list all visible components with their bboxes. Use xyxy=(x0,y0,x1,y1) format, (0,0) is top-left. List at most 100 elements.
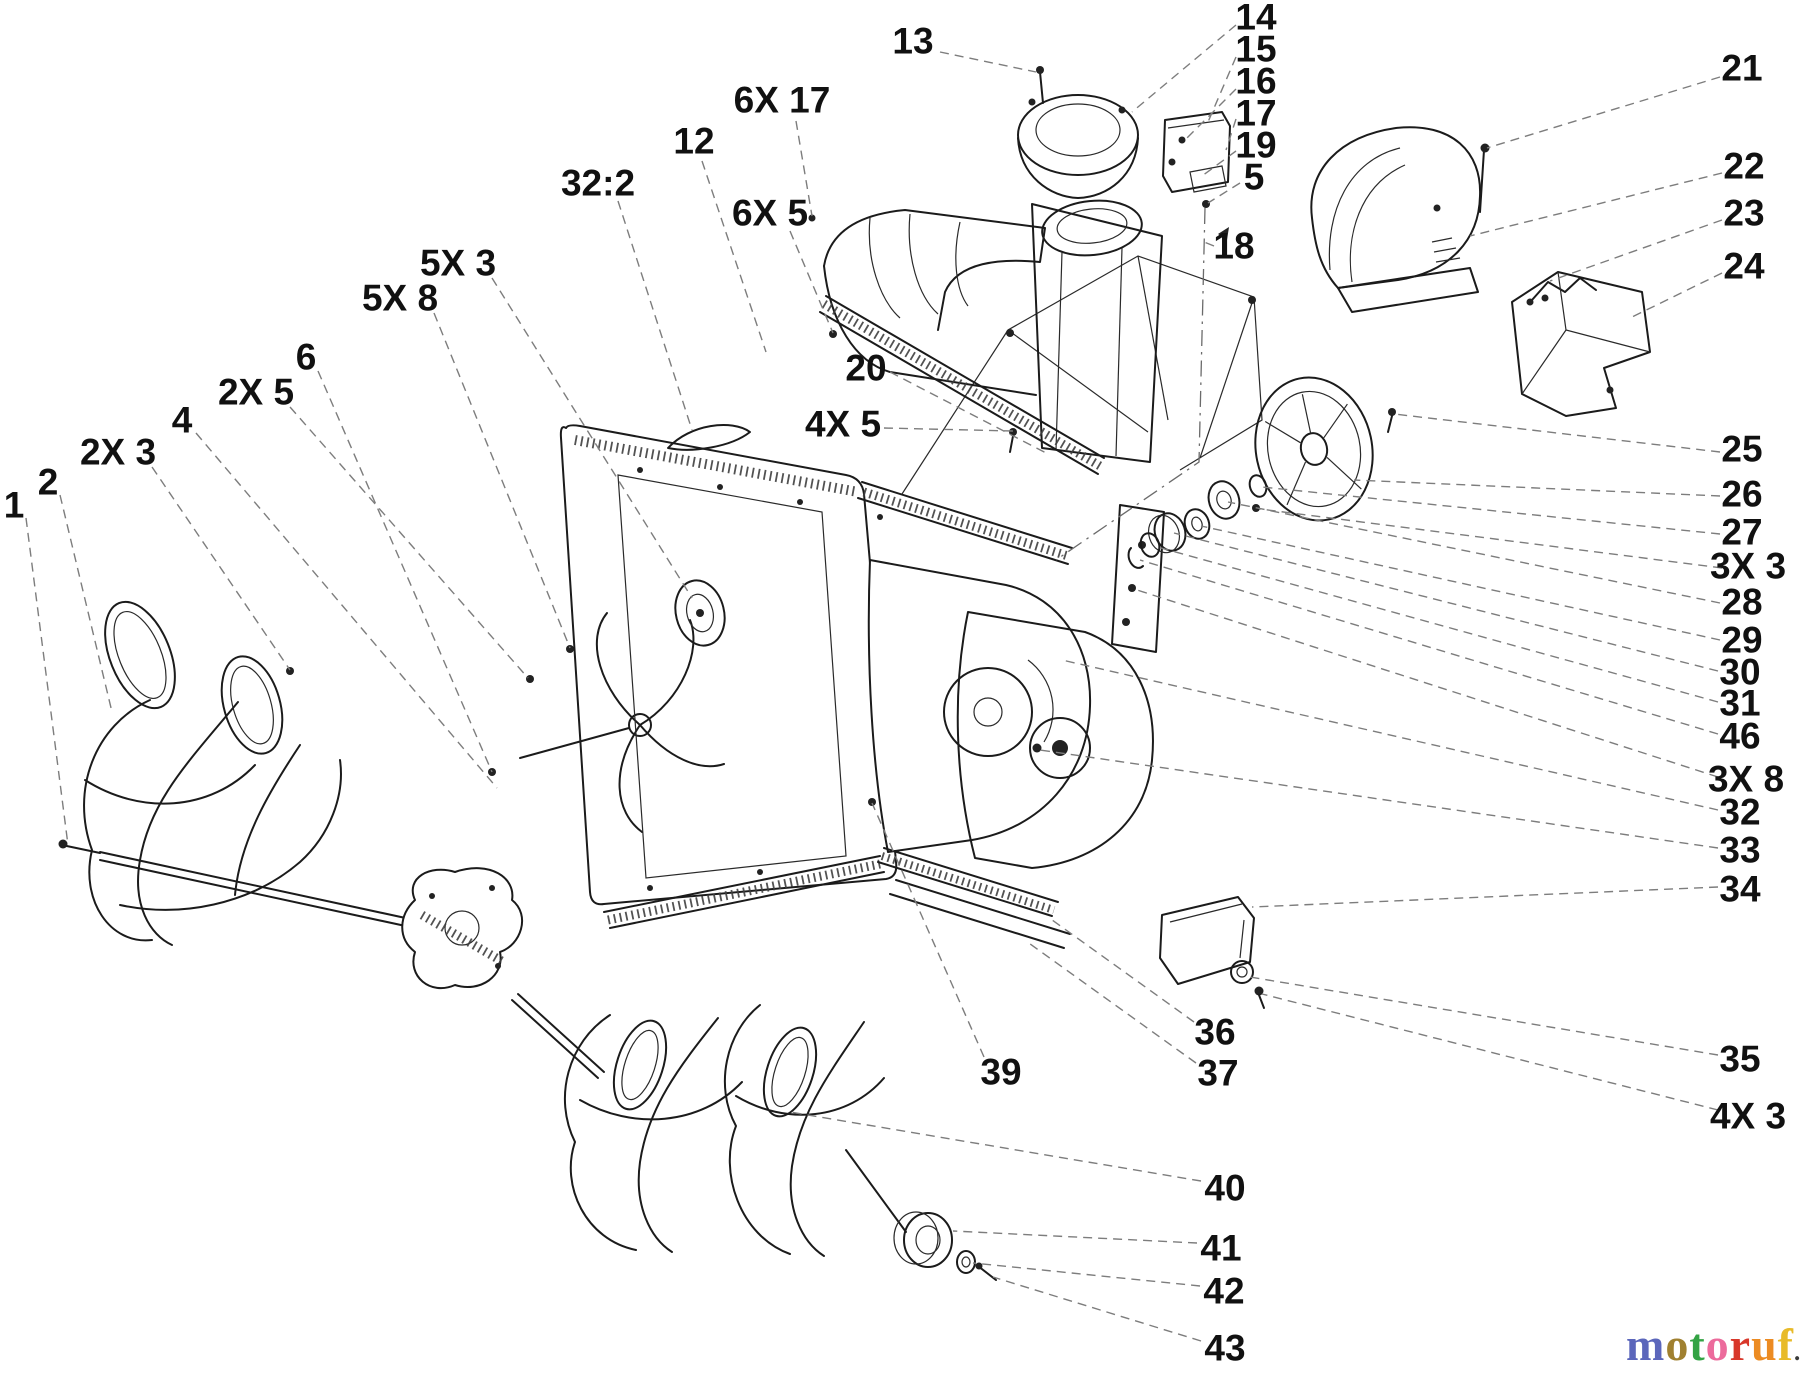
leader-line-5X-8 xyxy=(433,312,571,649)
leader-line-2X-5 xyxy=(289,406,529,679)
leader-line-14 xyxy=(1131,24,1237,113)
leader-line-37 xyxy=(1025,940,1197,1064)
drive-wheel xyxy=(1254,376,1374,522)
callout-2: 2 xyxy=(38,462,59,503)
leader-line-4X-5 xyxy=(883,427,1014,432)
leader-line-17 xyxy=(1225,118,1237,151)
leader-line-42 xyxy=(972,1262,1201,1287)
lower-auger-assembly xyxy=(563,1004,885,1257)
leader-line-12 xyxy=(701,160,767,353)
logo-letter: r xyxy=(1729,1319,1752,1370)
callout-6X-17: 6X 17 xyxy=(734,80,831,121)
assembly-marker xyxy=(1218,227,1229,240)
leader-line-26 xyxy=(1353,479,1721,497)
callout-32: 32 xyxy=(1719,792,1760,833)
callout-32:2: 32:2 xyxy=(561,163,635,204)
leader-line-2 xyxy=(59,494,113,713)
leader-line-29 xyxy=(1200,525,1721,641)
leader-line-41 xyxy=(952,1230,1198,1244)
gearbox xyxy=(401,867,523,990)
callout-14: 14 xyxy=(1235,0,1277,38)
leader-line-33 xyxy=(1039,749,1719,849)
leader-line-32 xyxy=(1061,659,1719,811)
leader-line-18 xyxy=(1203,241,1215,247)
wheel-screw xyxy=(1388,408,1396,416)
callout-3X-3: 3X 3 xyxy=(1710,546,1786,587)
callout-5X-3: 5X 3 xyxy=(420,243,496,284)
skid-bracket xyxy=(1159,896,1265,1009)
leader-line-19 xyxy=(1201,150,1237,177)
wire-clip-bolt xyxy=(1526,298,1534,306)
callout-33: 33 xyxy=(1719,830,1760,871)
leader-line-36 xyxy=(1047,916,1195,1023)
callout-43: 43 xyxy=(1204,1328,1245,1369)
leader-line-3X-3 xyxy=(1259,508,1723,569)
leader-line-27 xyxy=(1261,486,1721,535)
callout-24: 24 xyxy=(1723,246,1765,287)
wear-strip xyxy=(667,424,751,451)
callout-2X-5: 2X 5 xyxy=(218,372,294,413)
callout-22: 22 xyxy=(1723,146,1764,187)
leader-line-22 xyxy=(1469,172,1723,237)
leader-line-1 xyxy=(25,517,69,846)
logo-word: motoruf xyxy=(1626,1319,1794,1370)
callout-39: 39 xyxy=(980,1052,1021,1093)
leader-line-6 xyxy=(317,370,493,773)
callout-31: 31 xyxy=(1719,683,1760,724)
wheel-screw-shaft xyxy=(1387,415,1393,433)
callout-36: 36 xyxy=(1194,1012,1235,1053)
callout-46: 46 xyxy=(1719,716,1760,757)
callout-5: 5 xyxy=(1244,157,1265,198)
callout-20: 20 xyxy=(845,348,886,389)
left-auger-assembly xyxy=(58,600,342,946)
logo-letter: t xyxy=(1689,1319,1706,1370)
chute-bracket xyxy=(1162,111,1231,208)
callout-29: 29 xyxy=(1721,620,1762,661)
callout-18: 18 xyxy=(1213,226,1254,267)
leader-line-30 xyxy=(1173,532,1719,672)
callout-34: 34 xyxy=(1719,869,1761,910)
auger-housing xyxy=(559,255,1263,949)
logo-suffix: .de xyxy=(1794,1339,1800,1366)
callout-4X-5: 4X 5 xyxy=(805,404,881,445)
shaft-hardware xyxy=(893,1211,997,1281)
leader-line-39 xyxy=(871,802,985,1058)
assembly-axis-line xyxy=(1055,207,1206,561)
auger-shaft xyxy=(99,851,907,1233)
callout-17: 17 xyxy=(1235,93,1276,134)
callout-23: 23 xyxy=(1723,193,1764,234)
callout-6: 6 xyxy=(296,337,317,378)
leader-line-35 xyxy=(1249,976,1719,1056)
callout-30: 30 xyxy=(1719,652,1760,693)
callout-37: 37 xyxy=(1197,1053,1238,1094)
callout-25: 25 xyxy=(1721,429,1762,470)
leader-line-21 xyxy=(1486,76,1721,149)
leader-line-4 xyxy=(195,432,498,789)
leader-line-24 xyxy=(1629,272,1723,319)
callout-3X-8: 3X 8 xyxy=(1708,759,1784,800)
callout-35: 35 xyxy=(1719,1039,1760,1080)
side-bracket xyxy=(1511,271,1651,417)
motoruf-logo[interactable]: motoruf.de xyxy=(1626,1322,1800,1368)
callout-12: 12 xyxy=(673,121,714,162)
callout-28: 28 xyxy=(1721,582,1762,623)
leader-line-2X-3 xyxy=(151,466,291,671)
callout-6X-5: 6X 5 xyxy=(732,193,808,234)
callout-4: 4 xyxy=(172,400,193,441)
callout-13: 13 xyxy=(892,21,933,62)
callout-16: 16 xyxy=(1235,61,1276,102)
callout-42: 42 xyxy=(1203,1271,1244,1312)
leader-line-6X-17 xyxy=(795,120,813,217)
chute-assembly xyxy=(808,199,1163,475)
callout-19: 19 xyxy=(1235,125,1276,166)
leader-line-6X-5 xyxy=(789,230,834,334)
callout-4X-3: 4X 3 xyxy=(1710,1096,1786,1137)
callout-15: 15 xyxy=(1235,29,1276,70)
leader-line-23 xyxy=(1549,219,1723,282)
washer-stack xyxy=(1127,474,1268,569)
callout-21: 21 xyxy=(1721,48,1762,89)
logo-letter: u xyxy=(1751,1319,1778,1370)
callout-41: 41 xyxy=(1200,1228,1241,1269)
leader-line-46 xyxy=(1139,559,1719,735)
